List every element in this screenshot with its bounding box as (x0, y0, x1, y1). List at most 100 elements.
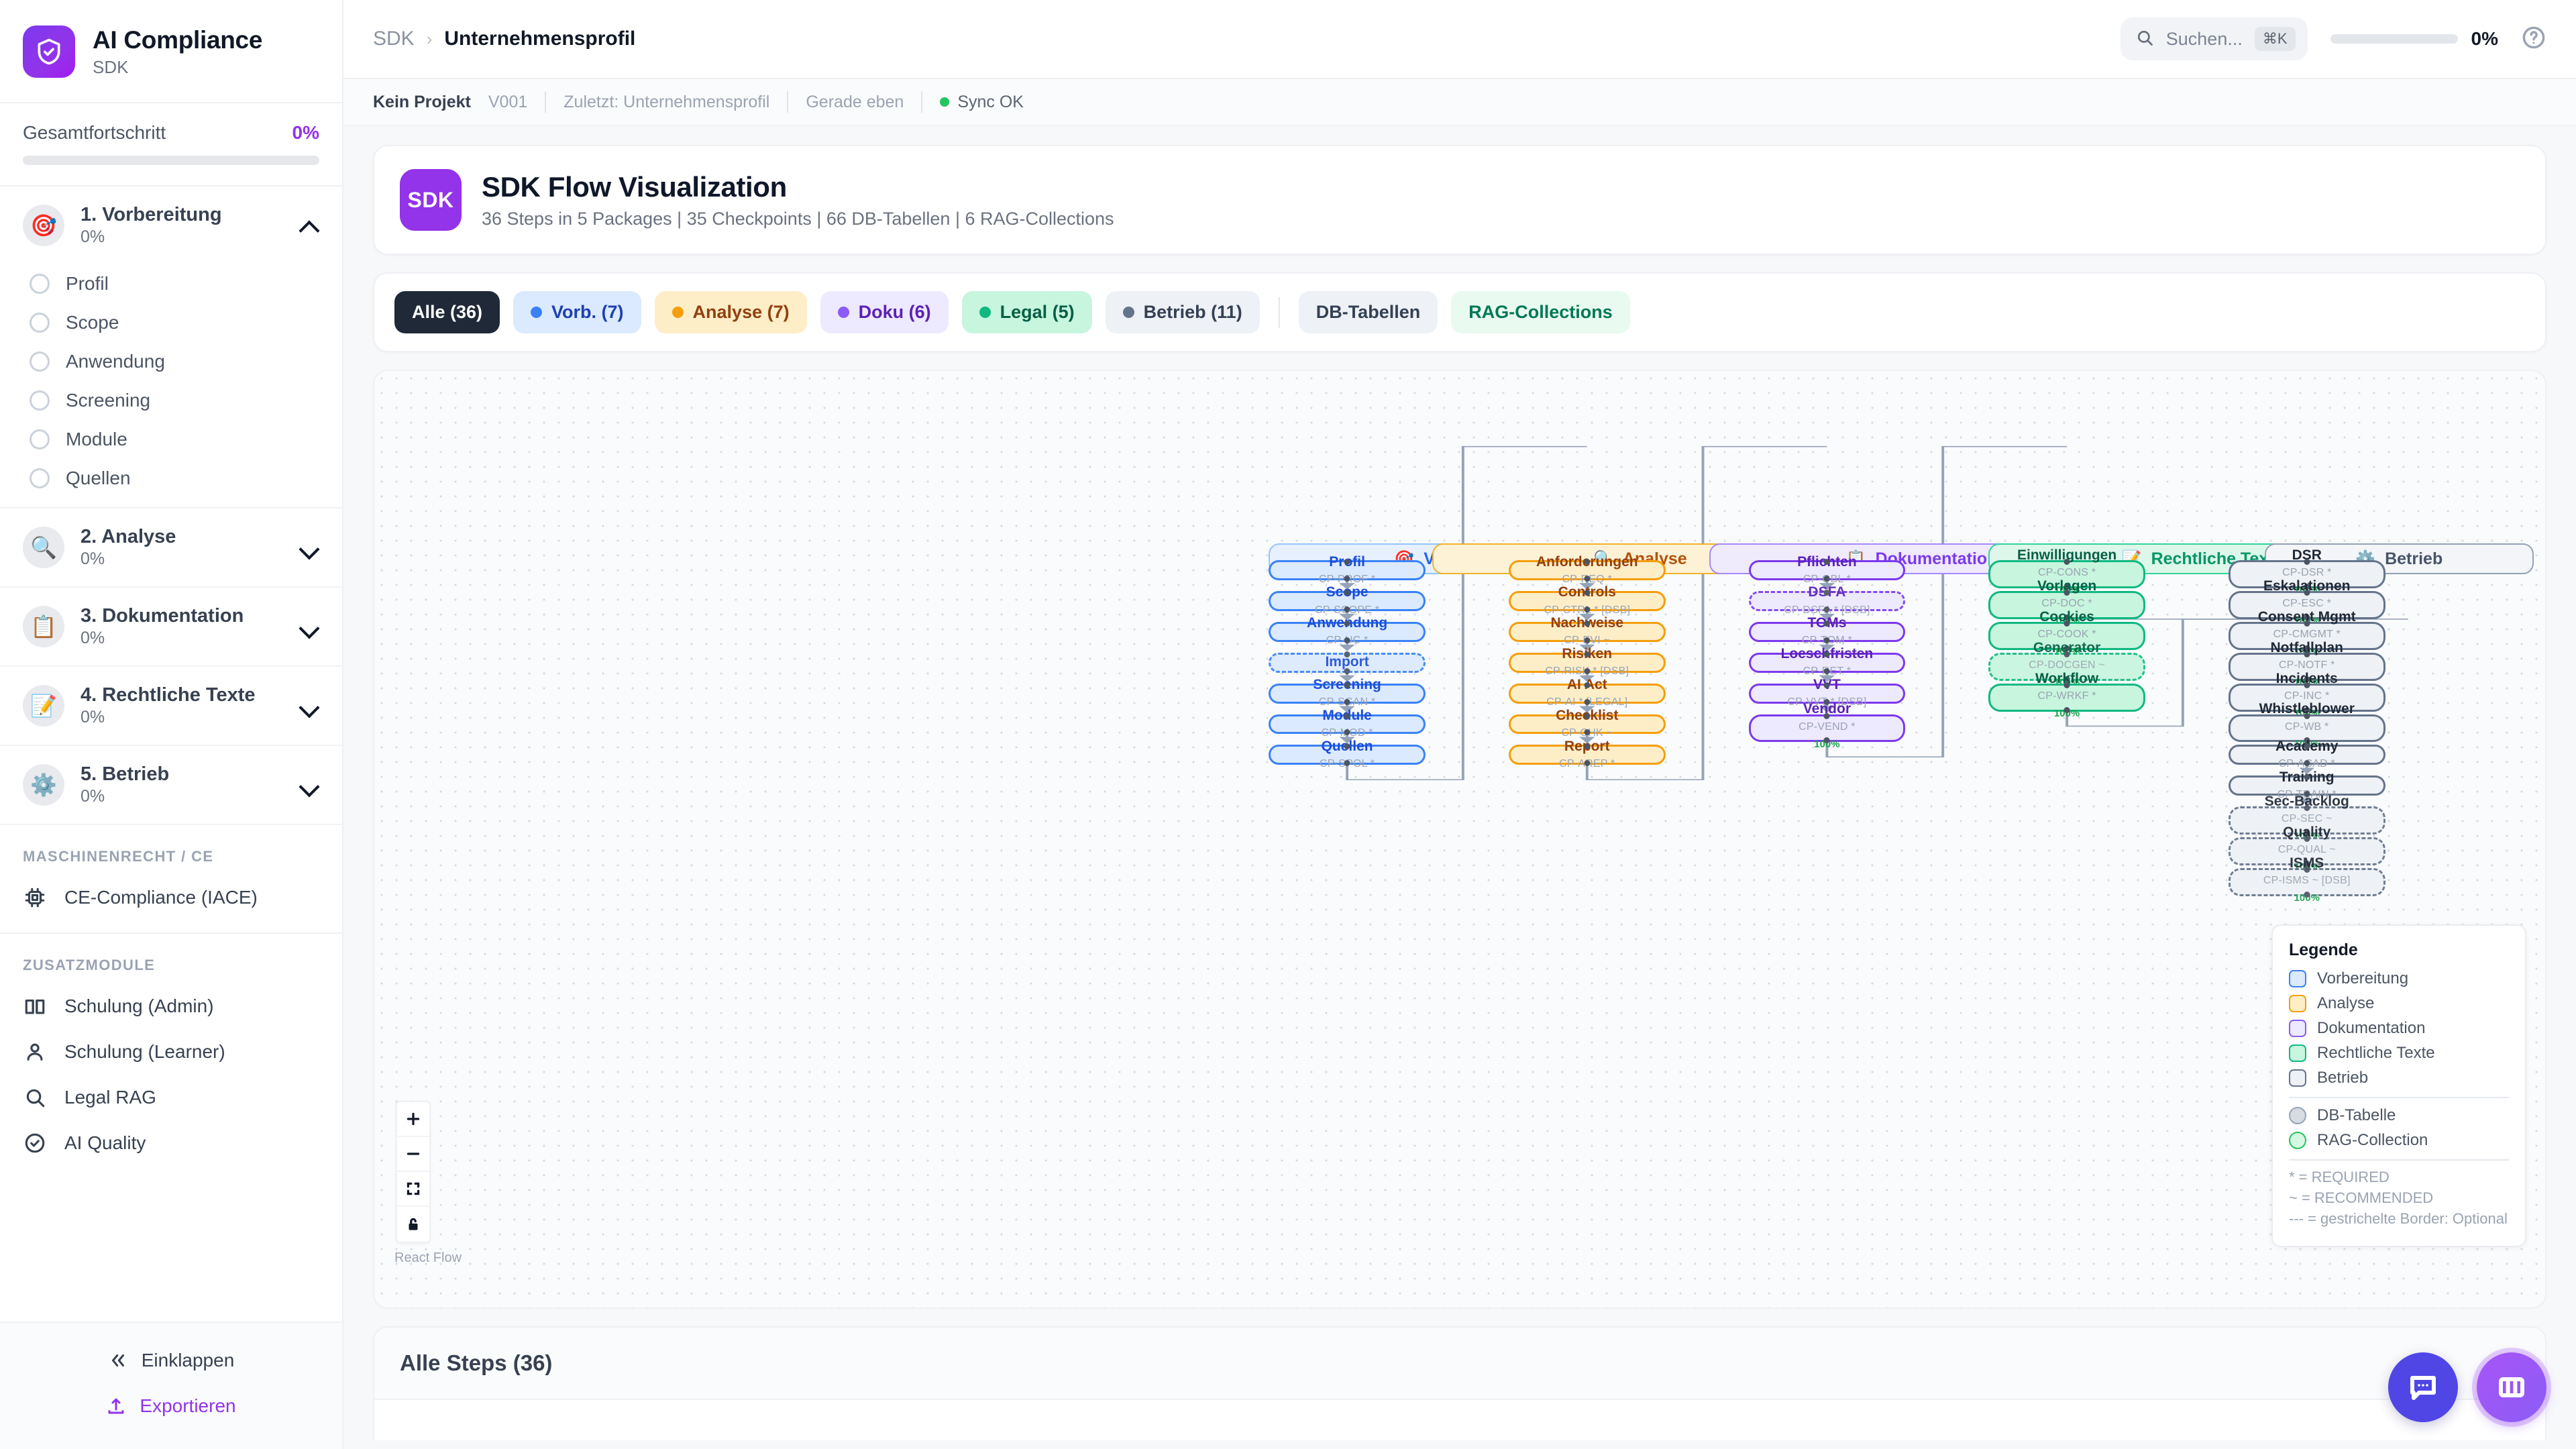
node-handle-bottom[interactable] (1823, 698, 1830, 705)
node-handle-bottom[interactable] (1823, 737, 1830, 744)
node-handle-bottom[interactable] (1344, 760, 1350, 767)
flow-node-module[interactable]: ModuleCP-MOD * (1269, 708, 1426, 739)
node-handle-bottom[interactable] (1344, 637, 1350, 643)
node-handle-top[interactable] (1823, 712, 1830, 719)
flow-canvas[interactable]: 🎯 Vorbereitung🔍 Analyse📋 Dokumentation📝 … (373, 370, 2546, 1309)
flow-node-pflichten[interactable]: PflichtenCP-OBL * (1748, 554, 1906, 585)
node-handle-bottom[interactable] (2304, 584, 2310, 590)
node-handle-bottom[interactable] (2304, 891, 2310, 898)
flow-node-scope[interactable]: ScopeCP-SCOPE * (1269, 584, 1426, 616)
zoom-in-button[interactable] (397, 1102, 429, 1137)
node-handle-bottom[interactable] (1823, 637, 1830, 643)
node-handle-top[interactable] (1344, 559, 1350, 566)
node-handle-top[interactable] (1344, 743, 1350, 750)
filter-extra-1[interactable]: RAG-Collections (1451, 291, 1630, 333)
node-handle-bottom[interactable] (1584, 637, 1591, 643)
sidebar-phase-header[interactable]: ⚙️ 5. Betrieb 0% (0, 746, 342, 824)
node-handle-top[interactable] (1823, 559, 1830, 566)
step-radio-icon[interactable] (30, 468, 50, 488)
flow-node-dsfa[interactable]: DSFACP-DSFA * [DSB] (1748, 584, 1906, 616)
node-handle-bottom[interactable] (1584, 606, 1591, 612)
panel-fab[interactable] (2477, 1352, 2546, 1422)
step-radio-icon[interactable] (30, 429, 50, 449)
flow-node-quellen[interactable]: QuellenCP-SPOL * (1269, 739, 1426, 769)
sidebar-phase-header[interactable]: 📋 3. Dokumentation 0% (0, 588, 342, 665)
node-handle-top[interactable] (2063, 682, 2070, 688)
step-radio-icon[interactable] (30, 313, 50, 333)
flow-node-vvt[interactable]: VVTCP-VVT * [DSB] (1748, 677, 1906, 708)
node-handle-top[interactable] (1344, 620, 1350, 627)
node-handle-bottom[interactable] (2063, 645, 2070, 651)
flow-node-training[interactable]: TrainingCP-TRAIN * (2228, 769, 2385, 800)
filter-chip-3[interactable]: Doku (6) (820, 291, 949, 333)
zoom-out-button[interactable] (397, 1137, 429, 1172)
sidebar-step-anwendung[interactable]: Anwendung (0, 342, 342, 381)
lock-icon[interactable] (397, 1207, 429, 1242)
node-handle-top[interactable] (2304, 774, 2310, 781)
flow-node-nachweise[interactable]: NachweiseCP-EVI ~ (1508, 615, 1666, 646)
filter-chip-2[interactable]: Analyse (7) (654, 291, 807, 333)
flow-node-import[interactable]: Import (1269, 651, 1426, 674)
node-handle-bottom[interactable] (2063, 676, 2070, 682)
node-handle-bottom[interactable] (2304, 830, 2310, 836)
node-handle-top[interactable] (2304, 743, 2310, 750)
sidebar-step-screening[interactable]: Screening (0, 381, 342, 420)
node-handle-bottom[interactable] (1823, 606, 1830, 612)
node-handle-bottom[interactable] (1584, 667, 1591, 674)
node-handle-bottom[interactable] (2063, 614, 2070, 621)
search-input[interactable]: Suchen... ⌘K (2120, 17, 2308, 60)
filter-extra-0[interactable]: DB-Tabellen (1298, 291, 1438, 333)
chevron-down-icon[interactable] (299, 696, 319, 716)
help-circle-icon[interactable] (2521, 25, 2546, 54)
node-handle-top[interactable] (1584, 712, 1591, 719)
node-handle-top[interactable] (2063, 651, 2070, 657)
node-handle-bottom[interactable] (2304, 791, 2310, 798)
sidebar-item-legal-rag[interactable]: Legal RAG (0, 1075, 342, 1120)
node-handle-bottom[interactable] (1344, 576, 1350, 582)
node-handle-top[interactable] (1344, 712, 1350, 719)
flow-node-academy[interactable]: AcademyCP-ACAD * (2228, 739, 2385, 769)
node-handle-top[interactable] (2304, 620, 2310, 627)
node-handle-top[interactable] (2304, 712, 2310, 719)
sidebar-step-quellen[interactable]: Quellen (0, 459, 342, 498)
node-handle-top[interactable] (2304, 836, 2310, 842)
chat-fab[interactable] (2388, 1352, 2458, 1422)
node-handle-top[interactable] (1823, 620, 1830, 627)
flow-node-controls[interactable]: ControlsCP-CTRL * [DSB] (1508, 584, 1666, 616)
node-handle-bottom[interactable] (2304, 676, 2310, 682)
node-handle-bottom[interactable] (1584, 729, 1591, 736)
flow-node-anwendung[interactable]: AnwendungCP-UC * (1269, 615, 1426, 646)
node-handle-top[interactable] (2304, 682, 2310, 688)
flow-node-screening[interactable]: ScreeningCP-SCAN * (1269, 677, 1426, 708)
export-button[interactable]: Exportieren (0, 1383, 342, 1429)
breadcrumb-root[interactable]: SDK (373, 28, 415, 50)
filter-chip-0[interactable]: Alle (36) (394, 291, 500, 333)
sidebar-step-scope[interactable]: Scope (0, 303, 342, 342)
sidebar-item-schulung-learner[interactable]: Schulung (Learner) (0, 1029, 342, 1075)
filter-chip-1[interactable]: Vorb. (7) (513, 291, 641, 333)
chevron-down-icon[interactable] (299, 616, 319, 637)
fit-view-icon[interactable] (397, 1172, 429, 1207)
node-handle-top[interactable] (1823, 590, 1830, 596)
node-handle-top[interactable] (1584, 651, 1591, 657)
node-handle-bottom[interactable] (2063, 706, 2070, 713)
filter-chip-4[interactable]: Legal (5) (961, 291, 1092, 333)
node-handle-bottom[interactable] (2304, 760, 2310, 767)
node-handle-top[interactable] (2063, 590, 2070, 596)
node-handle-top[interactable] (1584, 620, 1591, 627)
sidebar-item-schulung-admin[interactable]: Schulung (Admin) (0, 983, 342, 1029)
flow-node-anforderungen[interactable]: AnforderungenCP-REQ * (1508, 554, 1666, 585)
node-handle-bottom[interactable] (1584, 760, 1591, 767)
step-radio-icon[interactable] (30, 390, 50, 411)
node-handle-bottom[interactable] (1584, 576, 1591, 582)
node-handle-bottom[interactable] (1823, 667, 1830, 674)
chevron-up-icon[interactable] (299, 215, 319, 235)
